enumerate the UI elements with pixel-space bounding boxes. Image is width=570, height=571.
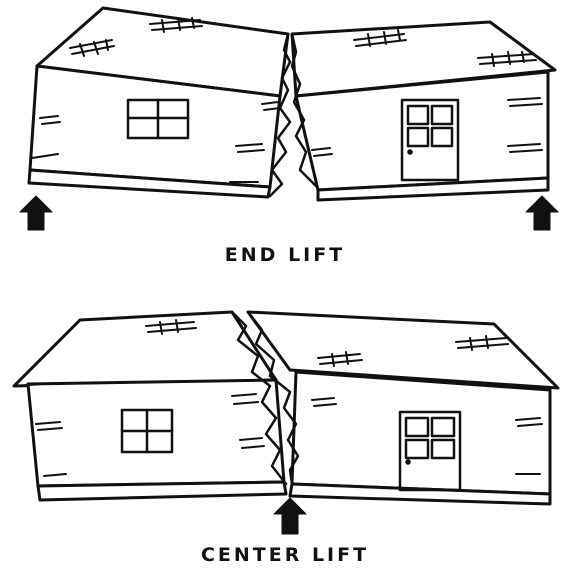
lift-arrow-icon (20, 196, 558, 230)
end-lift-figure (20, 8, 558, 230)
left-wall (28, 380, 284, 486)
lift-arrow-icon (274, 498, 306, 534)
left-foundation (38, 482, 286, 500)
center-lift-caption: CENTER LIFT (0, 544, 570, 566)
center-lift-figure (14, 312, 558, 534)
right-wall (292, 372, 550, 494)
end-lift-caption: END LIFT (0, 244, 570, 266)
left-roof (14, 312, 276, 386)
